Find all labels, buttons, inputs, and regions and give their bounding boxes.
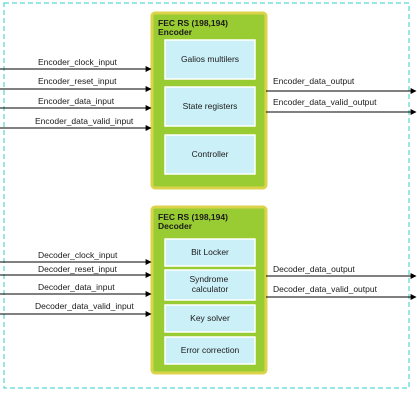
dashed-container [3, 2, 410, 389]
decoder-block: FEC RS (198,194) Decoder Bit Locker Synd… [150, 205, 268, 375]
decoder-unit-key-solver-label: Key solver [190, 313, 230, 323]
encoder-data-input-label: Encoder_data_input [38, 96, 115, 106]
encoder-unit-controller [164, 134, 256, 175]
decoder-unit-bit-locker [164, 238, 256, 267]
decoder-clock-input-label: Decoder_clock_input [38, 250, 118, 260]
decoder-unit-bit-locker-label: Bit Locker [191, 247, 229, 257]
decoder-unit-syndrome-calculator-line1: Syndrome [189, 274, 228, 284]
encoder-reset-input-label: Encoder_reset_input [38, 76, 117, 86]
decoder-data-output-label: Decoder_data_output [273, 264, 355, 274]
decoder-unit-syndrome-calculator-line2: calculator [192, 284, 229, 294]
decoder-reset-input-label: Decoder_reset_input [38, 264, 118, 274]
encoder-data-output-label: Encoder_data_output [273, 76, 355, 86]
encoder-unit-galios-multipliers-label: Galios multilers [181, 54, 239, 64]
decoder-unit-error-correction [164, 336, 256, 365]
encoder-data-valid-output-label: Encoder_data_valid_output [273, 97, 377, 107]
encoder-unit-galios-multipliers [164, 39, 256, 80]
encoder-block: FEC RS (198,194) Encoder Galios multiler… [150, 11, 268, 190]
decoder-unit-error-correction-label: Error correction [181, 345, 240, 355]
encoder-unit-state-registers [164, 86, 256, 127]
decoder-unit-syndrome-calculator [164, 269, 256, 301]
decoder-data-valid-output-label: Decoder_data_valid_output [273, 284, 378, 294]
decoder-unit-syndrome-calculator-label: Syndrome calculator [189, 274, 230, 294]
encoder-clock-input-label: Encoder_clock_input [38, 57, 118, 67]
encoder-unit-controller-label: Controller [192, 149, 229, 159]
encoder-data-valid-input-label: Encoder_data_valid_input [35, 116, 134, 126]
encoder-title-line2: Encoder [158, 27, 193, 37]
decoder-data-input-label: Decoder_data_input [38, 282, 115, 292]
encoder-unit-state-registers-label: State registers [183, 101, 238, 111]
decoder-unit-key-solver [164, 304, 256, 333]
decoder-title-line2: Decoder [158, 221, 193, 231]
encoder-title-line1: FEC RS (198,194) [158, 18, 228, 28]
decoder-title-line1: FEC RS (198,194) [158, 212, 228, 222]
decoder-data-valid-input-label: Decoder_data_valid_input [35, 301, 134, 311]
